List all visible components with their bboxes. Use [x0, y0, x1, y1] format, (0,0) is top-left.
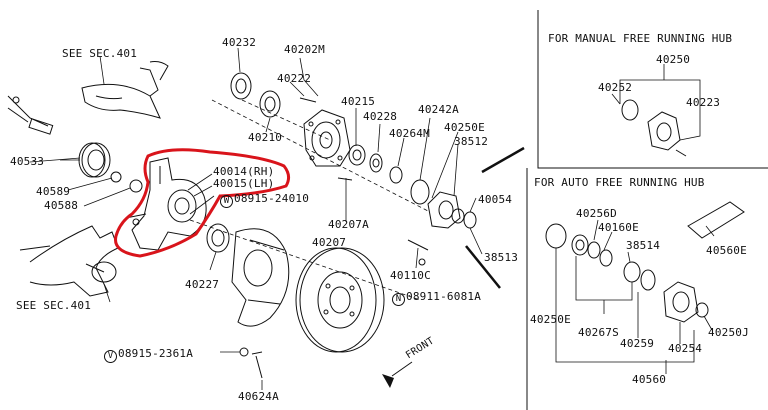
- circle-n: N: [392, 293, 405, 306]
- label-a-40160E: 40160E: [598, 221, 639, 234]
- part-40588: [129, 179, 143, 193]
- dashed-guides: [189, 99, 431, 301]
- front-arrow: [382, 374, 394, 388]
- manual-panel-border: [537, 10, 768, 169]
- nut-40110C: [418, 258, 426, 266]
- label-38513: 38513: [484, 251, 519, 264]
- label-a-40256D: 40256D: [576, 207, 617, 220]
- tie-rod: [7, 95, 54, 135]
- label-08915-24010-text: 08915-24010: [234, 192, 310, 205]
- label-40232: 40232: [222, 36, 257, 49]
- bearing-40533: [78, 142, 111, 178]
- label-a-40254: 40254: [668, 342, 703, 355]
- seal-40232: [230, 72, 252, 100]
- circle-w: W: [220, 195, 233, 208]
- dust-shield: [231, 228, 290, 327]
- washer: [239, 347, 249, 357]
- label-40227: 40227: [185, 278, 220, 291]
- label-08911-6081A-text: 08911-6081A: [406, 290, 482, 303]
- label-40014: 40014(RH): [213, 165, 275, 178]
- label-40228: 40228: [363, 110, 398, 123]
- studs: [299, 97, 429, 251]
- auto-hub-assembly: [545, 201, 745, 374]
- label-40250E: 40250E: [444, 121, 485, 134]
- bolt-40624A: [251, 351, 263, 379]
- label-40202M: 40202M: [284, 43, 325, 56]
- label-40624A: 40624A: [238, 390, 279, 403]
- hub-cap-38512: [427, 191, 477, 229]
- label-40215: 40215: [341, 95, 376, 108]
- front-arrow-shaft: [391, 361, 413, 377]
- label-m-40223: 40223: [686, 96, 721, 109]
- lower-arm: [19, 225, 119, 297]
- label-a-40250J: 40250J: [708, 326, 749, 339]
- label-a-40267S: 40267S: [578, 326, 619, 339]
- bearing-40210: [259, 90, 281, 118]
- auto-hub-title: FOR AUTO FREE RUNNING HUB: [534, 176, 705, 189]
- label-40207: 40207: [312, 236, 347, 249]
- label-40589: 40589: [36, 185, 71, 198]
- leader-lines: [29, 47, 483, 390]
- circle-v: V: [104, 350, 117, 363]
- label-40015: 40015(LH): [213, 177, 275, 190]
- label-38512: 38512: [454, 135, 489, 148]
- label-a-38514: 38514: [626, 239, 661, 252]
- label-a-40560: 40560: [632, 373, 667, 386]
- highlight-circle: [114, 148, 291, 258]
- label-see-sec-bottom: SEE SEC.401: [16, 299, 92, 312]
- label-a-40250E: 40250E: [530, 313, 571, 326]
- label-40242A: 40242A: [418, 103, 459, 116]
- label-a-40259: 40259: [620, 337, 655, 350]
- upper-arm: [81, 61, 169, 119]
- detail-arrows: [465, 146, 525, 289]
- brake-rotor-40207: [295, 247, 385, 353]
- label-m-40252: 40252: [598, 81, 633, 94]
- label-40054: 40054: [478, 193, 513, 206]
- label-40588: 40588: [44, 199, 79, 212]
- label-a-40560E: 40560E: [706, 244, 747, 257]
- part-40589: [110, 171, 122, 183]
- manual-hub-assembly: [611, 64, 701, 157]
- label-40210: 40210: [248, 131, 283, 144]
- bearing-row: [348, 144, 430, 205]
- label-40207A: 40207A: [328, 218, 369, 231]
- label-see-sec-top: SEE SEC.401: [62, 47, 138, 60]
- hub-40202M: [303, 109, 351, 167]
- manual-hub-title: FOR MANUAL FREE RUNNING HUB: [548, 32, 733, 45]
- label-08915-2361A-text: 08915-2361A: [118, 347, 194, 360]
- seal-40227: [206, 223, 230, 253]
- label-40222: 40222: [277, 72, 312, 85]
- label-40533: 40533: [10, 155, 45, 168]
- label-40110C: 40110C: [390, 269, 431, 282]
- label-m-40250: 40250: [656, 53, 691, 66]
- label-40264M: 40264M: [389, 127, 430, 140]
